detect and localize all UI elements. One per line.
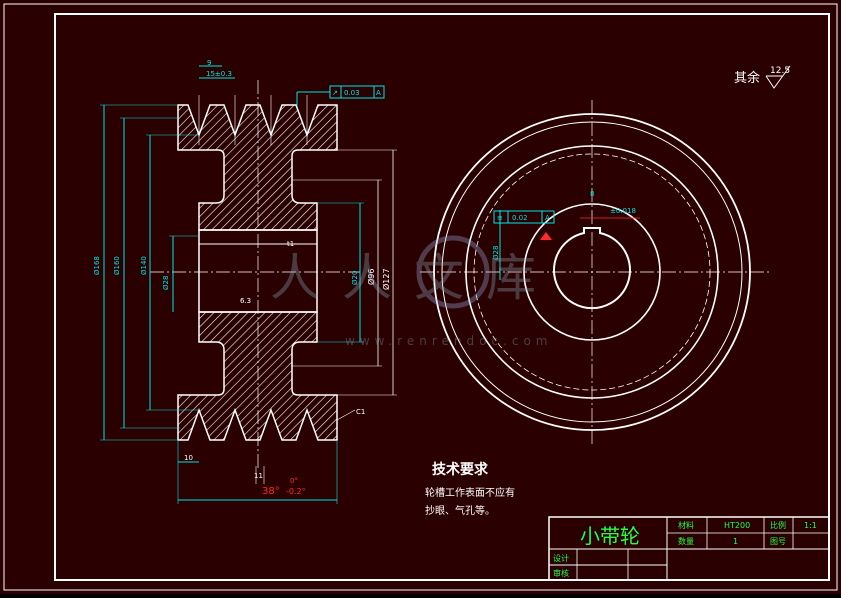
qty-value: 1 [733, 537, 738, 546]
label-angle-zero: 0° [290, 477, 298, 485]
label-d20: Ø20 [351, 271, 359, 285]
section-hatch-upper [177, 104, 338, 231]
outer-frame [3, 3, 838, 591]
scale-value: 1:1 [804, 521, 817, 530]
label-runout: 0.03 [344, 89, 360, 97]
label-d96: Ø96 [366, 269, 376, 285]
label-keyway-tol: ±0.018 [610, 207, 636, 215]
roughness-note-value: 12.5 [770, 66, 790, 76]
chamfer-leader [336, 409, 356, 421]
hub-circle [523, 203, 661, 341]
label-chamfer: C1 [356, 408, 365, 416]
label-bore11: 11 [254, 472, 263, 480]
watermark: 人人文库 www.renrendoc.com [270, 235, 558, 348]
watermark-logo-icon [416, 235, 490, 309]
label-d28-front: Ø28 [492, 246, 500, 260]
symmetry-icon: ≡ [497, 214, 503, 222]
inner-frame [54, 13, 830, 581]
label-angle-tol: -0.2° [286, 487, 306, 496]
label-sym-tol: 0.02 [512, 214, 528, 222]
label-angle-main: 38° [262, 486, 280, 497]
part-name: 小带轮 [580, 524, 640, 548]
bore-with-keyway [553, 227, 631, 310]
label-d28: Ø28 [162, 276, 170, 290]
label-d127: Ø127 [381, 268, 391, 290]
label-d160: Ø160 [113, 256, 121, 275]
label-edge10: 10 [184, 454, 193, 462]
label-d168: Ø168 [93, 256, 101, 275]
tech-title: 技术要求 [432, 461, 489, 478]
tech-line1: 轮槽工作表面不应有 [425, 486, 515, 499]
drawing-no-label: 图号 [770, 537, 786, 546]
scale-label: 比例 [770, 520, 786, 530]
tech-line2: 抄眼、气孔等。 [425, 504, 495, 517]
label-roughness-main: 6.3 [240, 297, 251, 305]
check-label: 审核 [553, 568, 569, 578]
front-view: ±0.018 8 Ø28 ≡ 0.02 A [420, 100, 770, 445]
datum-triangle-icon [540, 232, 552, 240]
watermark-url: www.renrendoc.com [345, 334, 552, 348]
label-groove-pitch: 15±0.3 [206, 70, 232, 78]
watermark-text: 人人文库 [270, 249, 558, 307]
material-label: 材料 [678, 520, 694, 530]
label-keyway-width: 8 [590, 190, 594, 198]
material-value: HT200 [724, 521, 750, 530]
label-ra-small: t1 [287, 240, 294, 248]
symmetry-tol-frame [493, 210, 555, 224]
title-block: 小带轮 材料 HT200 比例 1:1 数量 1 图号 设计 审核 [548, 516, 830, 581]
design-label: 设计 [553, 553, 569, 563]
section-view: Ø168 Ø160 Ø140 Ø28 Ø20 Ø96 Ø127 15±0.3 9 [93, 59, 397, 504]
label-d140: Ø140 [140, 256, 148, 275]
roughness-note-label: 其余 [734, 70, 760, 86]
runout-tol-frame [329, 85, 385, 99]
label-sym-datum: A [545, 214, 550, 222]
label-runout-datum: A [376, 89, 381, 97]
qty-label: 数量 [678, 536, 694, 546]
runout-symbol-icon: ↗ [332, 89, 338, 97]
roughness-symbol-icon [765, 65, 791, 89]
label-groove-offset: 9 [207, 59, 211, 67]
section-hatch-lower [177, 311, 338, 441]
